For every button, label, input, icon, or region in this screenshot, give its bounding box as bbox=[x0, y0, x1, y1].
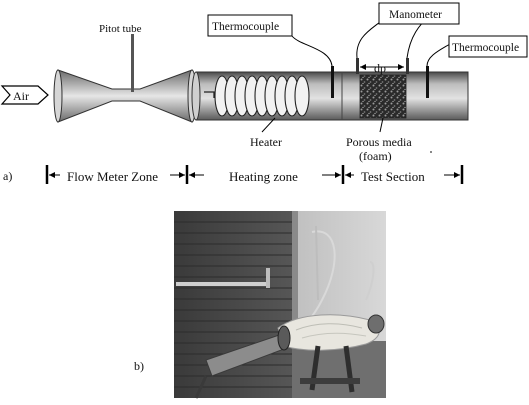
air-inlet-arrow: Air bbox=[0, 85, 49, 105]
thermocouple-left: Thermocouple bbox=[207, 14, 334, 98]
manometer: Manometer dp bbox=[356, 2, 460, 75]
pitot-tube-label: Pitot tube bbox=[99, 23, 142, 35]
wall-rail bbox=[176, 282, 266, 286]
part-b-label: b) bbox=[134, 359, 144, 373]
air-label: Air bbox=[13, 89, 29, 103]
zone-test-label: Test Section bbox=[361, 169, 425, 184]
thermocouple-right: Thermocouple bbox=[426, 35, 528, 98]
thermocouple-right-label: Thermocouple bbox=[452, 42, 519, 54]
heater-label: Heater bbox=[250, 135, 282, 149]
manometer-label: Manometer bbox=[389, 9, 442, 21]
zone-heating-label: Heating zone bbox=[229, 169, 298, 184]
venturi-flow-meter bbox=[53, 69, 197, 123]
zone-markers bbox=[45, 165, 464, 184]
thermocouple-left-label: Thermocouple bbox=[212, 21, 279, 33]
heater-coil: Heater bbox=[204, 75, 310, 149]
porous-label-line1: Porous media bbox=[346, 135, 412, 149]
zone-flow-meter-label: Flow Meter Zone bbox=[67, 169, 158, 184]
brick-wall bbox=[174, 211, 292, 398]
porous-foam: Porous media (foam) bbox=[346, 74, 412, 163]
porous-label-line2: (foam) bbox=[359, 149, 392, 163]
dp-label: dp bbox=[374, 61, 386, 75]
insulation bbox=[277, 314, 380, 351]
speck bbox=[430, 151, 432, 153]
photo bbox=[174, 211, 386, 399]
part-a-label: a) bbox=[3, 169, 12, 183]
schematic: Air Pitot tube bbox=[0, 2, 528, 184]
floor bbox=[292, 341, 386, 398]
pitot-tube: Pitot tube bbox=[99, 23, 142, 92]
